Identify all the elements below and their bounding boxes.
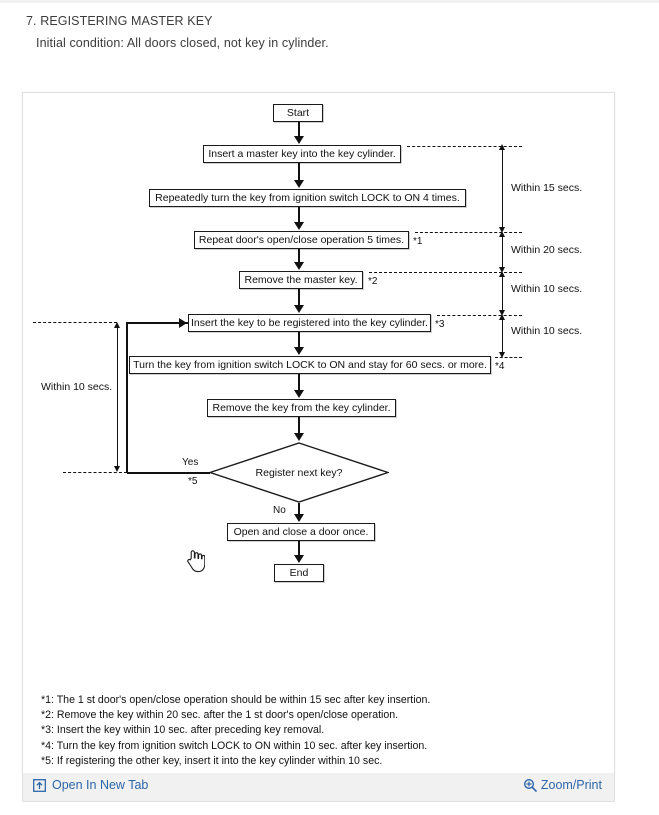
arrowhead-2	[294, 180, 304, 188]
mouse-pointer-icon	[187, 549, 206, 573]
loop-line-yes-horizontal	[127, 472, 210, 474]
page-title: 7. REGISTERING MASTER KEY	[26, 14, 213, 28]
dimension-ext-right-1	[407, 146, 522, 147]
arrowhead-6	[294, 347, 304, 355]
dimension-line-right-2	[502, 235, 504, 268]
flow-node-repeat-door: Repeat door's open/close operation 5 tim…	[194, 231, 409, 249]
flow-node-insert-master-key: Insert a master key into the key cylinde…	[203, 145, 401, 163]
dimension-arrow-r1-top	[499, 144, 505, 150]
arrowhead-5	[294, 305, 304, 313]
flow-node-insert-registered-key: Insert the key to be registered into the…	[188, 314, 431, 332]
dimension-arrow-r4-bottom	[499, 352, 505, 358]
arrowhead-7	[294, 390, 304, 398]
arrowhead-9	[294, 514, 304, 522]
figure-container[interactable]: Start Insert a master key into the key c…	[22, 92, 615, 774]
connector-turn60-to-removekey	[298, 374, 300, 391]
decision-label: Register next key?	[255, 466, 343, 479]
footnote-4: *4: Turn the key from ignition switch LO…	[41, 739, 428, 752]
dimension-line-left	[117, 325, 119, 470]
bottom-spacer	[0, 805, 659, 815]
connector-decision-no	[298, 503, 300, 515]
marker-4: *4	[495, 361, 505, 372]
open-in-new-tab-button[interactable]: Open In New Tab	[33, 778, 148, 792]
flow-node-decision: Register next key?	[209, 442, 389, 503]
open-in-new-tab-label: Open In New Tab	[52, 778, 149, 792]
marker-3: *3	[435, 319, 445, 330]
flowchart-canvas: Start Insert a master key into the key c…	[23, 93, 614, 773]
timing-label-within-10-b: Within 10 secs.	[511, 325, 583, 337]
connector-repeat-to-removemaster	[298, 249, 300, 263]
branch-label-no: No	[273, 505, 286, 516]
figure-toolbar: Open In New Tab Zoom/Print	[22, 773, 615, 802]
flow-node-start: Start	[273, 104, 323, 122]
page-subtitle: Initial condition: All doors closed, not…	[36, 36, 329, 50]
marker-2: *2	[368, 276, 378, 287]
footnote-5: *5: If registering the other key, insert…	[41, 754, 383, 767]
connector-openclose-to-end	[298, 541, 300, 556]
dimension-line-right-3	[502, 275, 504, 311]
dimension-ext-right-4	[437, 315, 522, 316]
flow-node-remove-key: Remove the key from the key cylinder.	[207, 399, 396, 417]
dimension-ext-right-3	[369, 272, 522, 273]
flow-node-remove-master-key: Remove the master key.	[239, 271, 363, 289]
dimension-arrow-r3-bottom	[499, 310, 505, 316]
loop-line-yes-top	[126, 322, 188, 324]
dimension-line-right-1	[502, 149, 504, 229]
arrowhead-8	[294, 433, 304, 441]
dimension-line-right-4	[502, 318, 504, 354]
branch-label-yes: Yes	[182, 457, 199, 468]
marker-5: *5	[188, 476, 198, 487]
zoom-print-label: Zoom/Print	[540, 778, 602, 792]
dimension-ext-right-2	[415, 232, 522, 233]
dimension-arrow-left-bottom	[114, 466, 120, 472]
open-in-new-tab-icon	[33, 778, 46, 792]
arrowhead-loop-yes	[179, 318, 187, 328]
arrowhead-10	[294, 555, 304, 563]
connector-removemaster-to-insertreg	[298, 289, 300, 306]
dimension-arrow-r2-top	[499, 231, 505, 237]
dimension-ext-right-5	[495, 357, 522, 358]
dimension-arrow-r3-top	[499, 271, 505, 277]
timing-label-within-15: Within 15 secs.	[511, 182, 583, 194]
dimension-ext-left-top	[33, 322, 117, 323]
connector-removekey-to-decision	[298, 417, 300, 434]
flow-node-open-close-door: Open and close a door once.	[227, 523, 375, 541]
connector-turn4-to-repeat	[298, 207, 300, 223]
zoom-print-button[interactable]: Zoom/Print	[523, 778, 602, 792]
footnote-2: *2: Remove the key within 20 sec. after …	[41, 709, 399, 722]
arrowhead-4	[294, 262, 304, 270]
dimension-ext-left-bottom	[63, 472, 127, 473]
dimension-arrow-left-top	[114, 322, 120, 328]
arrowhead-3	[294, 222, 304, 230]
loop-line-yes-vertical	[126, 323, 128, 473]
footnote-1: *1: The 1 st door's open/close operation…	[41, 694, 431, 706]
dimension-arrow-r1-bottom	[499, 227, 505, 233]
connector-start-to-insert	[298, 122, 300, 138]
dimension-arrow-r2-bottom	[499, 267, 505, 273]
connector-insertreg-to-turn60	[298, 332, 300, 348]
footnote-3: *3: Insert the key within 10 sec. after …	[41, 724, 325, 737]
timing-label-within-10-a: Within 10 secs.	[511, 283, 583, 295]
connector-insert-to-turn4	[298, 163, 300, 181]
marker-1: *1	[413, 236, 423, 247]
timing-label-within-20: Within 20 secs.	[511, 244, 583, 256]
timing-label-left: Within 10 secs.	[41, 381, 113, 393]
footnote-list: *1: The 1 st door's open/close operation…	[41, 693, 430, 769]
flow-node-end: End	[274, 564, 324, 582]
flow-node-turn-key-4-times: Repeatedly turn the key from ignition sw…	[149, 189, 466, 207]
arrowhead-1	[294, 136, 304, 144]
flow-node-turn-key-60-secs: Turn the key from ignition switch LOCK t…	[129, 356, 491, 374]
top-divider	[0, 0, 659, 3]
dimension-arrow-r4-top	[499, 314, 505, 320]
zoom-in-icon	[523, 778, 537, 792]
